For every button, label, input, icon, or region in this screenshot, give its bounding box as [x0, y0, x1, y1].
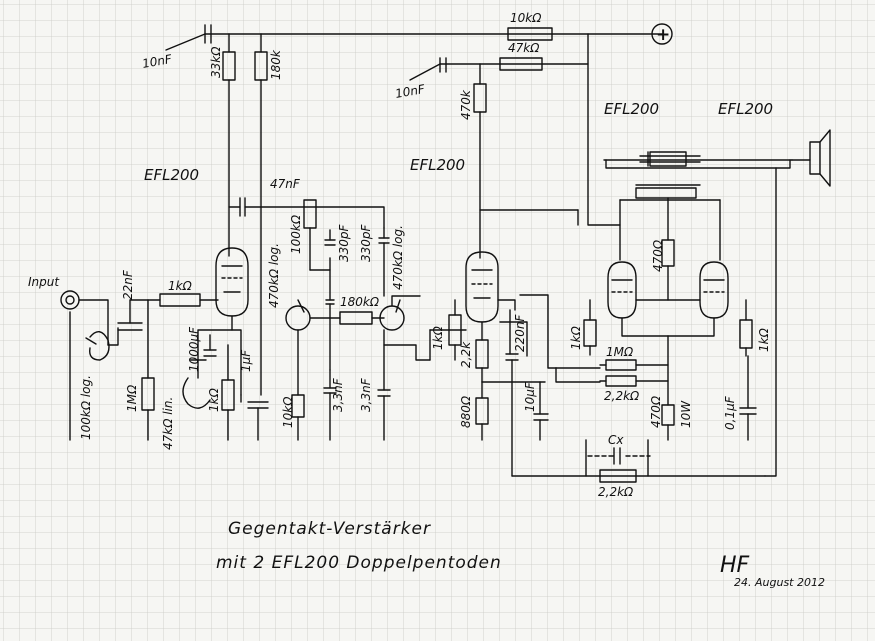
label-c-330pf-b: 330pF — [359, 223, 373, 262]
label-c-47nf: 47nF — [270, 177, 301, 191]
label-r-470k-mid: 470k — [459, 89, 473, 120]
wiring — [60, 24, 831, 483]
title-line-1: Gegentakt-Verstärker — [228, 519, 431, 539]
signature-block: HF 24. August 2012 — [720, 553, 825, 589]
label-c-33nf-a: 3,3nF — [331, 377, 345, 412]
label-r-1k-out-b: 1kΩ — [757, 327, 771, 352]
label-r-880-mid: 880Ω — [459, 395, 473, 428]
title-block: Gegentakt-Verstärker mit 2 EFL200 Doppel… — [216, 519, 502, 573]
label-c-1uf: 1µF — [239, 349, 253, 372]
label-c-01uf: 0,1µF — [723, 395, 737, 430]
label-pot-47k-lin: 47kΩ lin. — [161, 397, 175, 450]
component-labels: Input 10nF 10nF 33kΩ 180k 10kΩ 47kΩ 470k… — [28, 11, 773, 499]
label-r-470-10w: 470Ω — [649, 395, 663, 428]
label-r-10k-tone: 10kΩ — [281, 396, 295, 428]
label-r-470-out: 470Ω — [651, 239, 665, 272]
label-input: Input — [28, 275, 60, 289]
label-pot-470k-log: 470kΩ log. — [267, 243, 281, 308]
label-tube-mid: EFL200 — [410, 156, 465, 174]
label-r-1m: 1MΩ — [125, 384, 139, 412]
label-r-22k-mid: 2,2k — [459, 341, 473, 368]
label-r-1k-cath: 1kΩ — [207, 387, 221, 412]
label-r-1m-out: 1MΩ — [606, 345, 634, 359]
label-tube-left: EFL200 — [144, 166, 199, 184]
label-r-180k-tone: 180kΩ — [340, 295, 380, 309]
label-r-22k-fb: 2,2kΩ — [598, 485, 634, 499]
label-r-47k: 47kΩ — [508, 41, 540, 55]
label-pot-100k-tone: 100kΩ — [289, 214, 303, 254]
label-pot-470k-log2: 470kΩ log. — [391, 225, 405, 290]
label-r-22k-out: 2,2kΩ — [604, 389, 640, 403]
label-pot-100k-in: 100kΩ log. — [79, 375, 93, 440]
label-c-10nf-top: 10nF — [141, 52, 174, 71]
label-r-33k: 33kΩ — [209, 46, 223, 78]
label-r-1k-out-a: 1kΩ — [569, 325, 583, 350]
signature-date: 24. August 2012 — [734, 576, 825, 589]
label-c-33nf-b: 3,3nF — [359, 377, 373, 412]
label-r-1k-mid: 1kΩ — [431, 325, 445, 350]
label-c-10nf-mid: 10nF — [394, 82, 427, 101]
label-tube-right-b: EFL200 — [718, 100, 773, 118]
label-r-180k: 180k — [269, 49, 283, 80]
title-line-2: mit 2 EFL200 Doppelpentoden — [216, 553, 502, 573]
label-c-1000uf: 1000µF — [187, 326, 201, 372]
label-c-330pf-a: 330pF — [337, 223, 351, 262]
label-c-22nf: 22nF — [121, 269, 135, 300]
label-cx: Cx — [608, 433, 624, 447]
plus-sign: + — [656, 25, 670, 45]
label-r-1k-in: 1kΩ — [168, 279, 193, 293]
label-tube-right-a: EFL200 — [604, 100, 659, 118]
plus-terminal: + — [651, 23, 673, 45]
label-r-10k: 10kΩ — [510, 11, 542, 25]
label-watt-10w: 10W — [679, 400, 693, 428]
label-c-10uf: 10µF — [523, 381, 537, 412]
label-c-220nf: 220nF — [513, 313, 527, 352]
signature-initials: HF — [720, 553, 750, 578]
